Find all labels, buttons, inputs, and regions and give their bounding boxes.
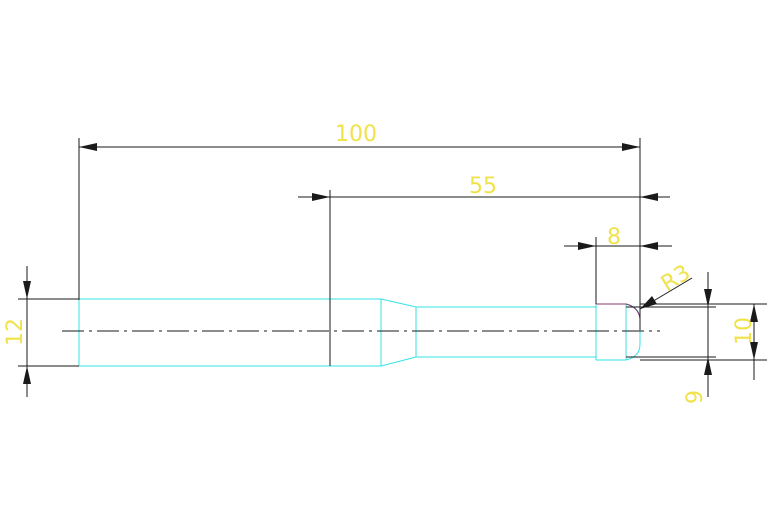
dim-10-arrow-top — [750, 304, 758, 322]
dim-12-arrow-bottom — [23, 366, 31, 384]
dim-9-text: 9 — [683, 390, 708, 404]
dim-100-arrow-left — [79, 143, 97, 151]
dim-10-text: 10 — [732, 317, 757, 345]
dim-8-arrow-left — [578, 242, 596, 250]
dim-55-text: 55 — [469, 174, 497, 199]
radius-arc — [596, 303, 641, 319]
dim-8-text: 8 — [607, 225, 621, 250]
dim-r3-text: R3 — [657, 260, 695, 297]
dim-55-arrow-left — [312, 193, 330, 201]
dim-9-arrow-top — [704, 289, 712, 307]
dim-100-arrow-right — [622, 143, 640, 151]
dimension-texts: 100 55 8 R3 12 10 9 — [3, 122, 757, 404]
dim-10-arrow-bottom — [750, 342, 758, 360]
dimension-lines — [23, 143, 758, 397]
dim-r3-arrow — [640, 296, 657, 309]
dim-8-arrow-right — [640, 242, 658, 250]
taper-bottom — [380, 356, 417, 367]
taper-top — [380, 298, 417, 308]
extension-lines — [18, 138, 767, 367]
dim-9-arrow-bottom — [704, 357, 712, 375]
dim-12-text: 12 — [3, 318, 28, 346]
dim-12-arrow-top — [23, 281, 31, 299]
dim-100-text: 100 — [335, 122, 377, 147]
dim-55-arrow-right — [640, 193, 658, 201]
part-outline — [78, 298, 641, 367]
